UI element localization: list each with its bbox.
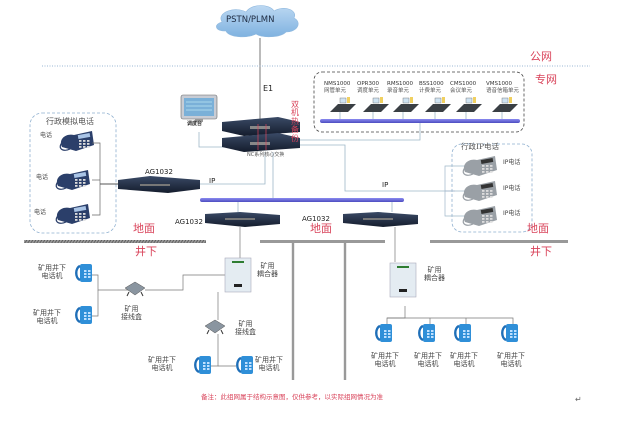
ag1032-bottom-left-device — [205, 212, 280, 227]
mine-phone-icon — [75, 264, 92, 282]
core-switch-label: NC系列核心交换 — [247, 152, 285, 158]
ip-desk-phone-icon — [462, 206, 497, 226]
ip-left-link — [200, 152, 266, 185]
admin-ip-title: 行政IP电话 — [461, 142, 500, 151]
mine-phone-label: 矿用井下电话机 — [450, 352, 478, 369]
ip-left-label: IP — [209, 177, 216, 185]
mine-phone-icon — [501, 324, 518, 342]
analog-phone-label: 电话 — [34, 209, 47, 216]
unit-name-label: 网管单元 — [324, 88, 347, 94]
unit-model-label: CMS1000 — [450, 81, 477, 87]
analog-phone-label: 电话 — [36, 174, 49, 181]
coupler-icon — [389, 262, 417, 298]
unit-name-label: 调度单元 — [357, 88, 380, 94]
footnote: 备注：此组网属于结构示意图，仅供参考，以实际组网情况为准 — [201, 393, 383, 401]
mine-phone-label: 矿用井下电话机 — [414, 352, 442, 369]
unit-model-label: BSS1000 — [419, 81, 444, 87]
ip-desk-phone-icon — [462, 181, 497, 201]
admin-ip-box — [451, 143, 533, 233]
mine-phone-icon — [75, 306, 92, 324]
mine-phone-label: 矿用井下电话机 — [33, 309, 61, 326]
workstation-icon — [492, 97, 518, 119]
ag1032-left-device — [118, 176, 200, 193]
unit-name-label: 会议单元 — [450, 88, 473, 94]
underground-wiring — [92, 227, 514, 367]
workstation-icon — [363, 97, 389, 119]
main-network-bus — [200, 198, 404, 202]
mine-phone-icon — [418, 324, 435, 342]
mine-shaft — [291, 242, 347, 380]
junction-box-icon — [124, 281, 146, 297]
analog-desk-phone-icon — [55, 170, 90, 190]
unit-model-label: VMS1000 — [486, 81, 512, 87]
private-units-bus — [320, 119, 520, 123]
pstn-label: PSTN/PLMN — [226, 15, 275, 25]
coupler-label: 矿用耦合器 — [424, 266, 445, 283]
junction-box-label: 矿用接线盒 — [235, 320, 256, 337]
junction-box-icon — [204, 319, 226, 335]
coupler-icon — [224, 257, 252, 293]
pstn-cloud — [216, 5, 299, 38]
zone-underground-right: 井下 — [530, 245, 552, 258]
mine-phone-icon — [375, 324, 392, 342]
junction-box-label: 矿用接线盒 — [121, 305, 142, 322]
core-switch-backup — [222, 133, 300, 152]
ag1032-center-device — [343, 212, 418, 227]
backup-link-markers — [257, 124, 267, 150]
workstation-icon — [456, 97, 482, 119]
unit-model-label: RMS1000 — [387, 81, 414, 87]
private-bus-link — [290, 123, 421, 141]
ag-center-label: AG1032 — [302, 215, 330, 223]
zone-ground-center: 地面 — [310, 222, 332, 235]
private-units-box — [313, 71, 525, 133]
zone-private-net: 专网 — [535, 73, 557, 86]
mine-phone-icon — [194, 356, 211, 374]
zone-public-net: 公网 — [530, 50, 552, 63]
workstation-icon — [425, 97, 451, 119]
core-switch-primary — [222, 117, 300, 136]
mine-phone-icon — [454, 324, 471, 342]
mine-phone-label: 矿用井下电话机 — [148, 356, 176, 373]
unit-model-label: NMS1000 — [324, 81, 351, 87]
ag-left-label: AG1032 — [145, 168, 173, 176]
analog-desk-phone-icon — [55, 204, 90, 224]
mine-phone-label: 矿用井下电话机 — [38, 264, 66, 281]
admin-analog-title: 行政模拟电话 — [46, 117, 94, 126]
mine-phone-label: 矿用井下电话机 — [255, 356, 283, 373]
workstation-icon — [330, 97, 356, 119]
unit-model-label: OPR300 — [357, 81, 379, 87]
console-link — [198, 132, 226, 148]
unit-name-label: 计费单元 — [419, 88, 442, 94]
ip-right-link — [300, 144, 455, 192]
admin-analog-box — [29, 112, 117, 234]
coupler-label: 矿用耦合器 — [257, 262, 278, 279]
ag-bottom-left-label: AG1032 — [175, 218, 203, 226]
ip-right-label: IP — [382, 181, 389, 189]
zone-ground-left: 地面 — [133, 222, 155, 235]
dispatch-console-label: 调度台 — [187, 121, 203, 127]
dispatch-console-monitor — [180, 94, 218, 122]
e1-label: E1 — [263, 84, 274, 93]
ip-phone-label: IP电话 — [503, 210, 521, 217]
workstation-icon — [393, 97, 419, 119]
dual-backup-label: 双机热备份 — [291, 100, 299, 143]
ground-line-center — [260, 240, 385, 243]
zone-underground-left: 井下 — [135, 245, 157, 258]
zone-ground-right: 地面 — [527, 222, 549, 235]
mine-phone-icon — [236, 356, 253, 374]
ground-line-right — [430, 240, 568, 243]
mine-phone-label: 矿用井下电话机 — [371, 352, 399, 369]
paragraph-mark-icon: ↵ — [575, 395, 582, 404]
analog-desk-phone-icon — [59, 131, 94, 151]
ground-line-left — [24, 240, 206, 243]
ip-desk-phone-icon — [462, 156, 497, 176]
unit-name-label: 录音单元 — [387, 88, 410, 94]
unit-name-label: 语音信箱单元 — [486, 88, 520, 94]
ip-phone-label: IP电话 — [503, 159, 521, 166]
analog-phone-label: 电话 — [40, 132, 53, 139]
mine-phone-label: 矿用井下电话机 — [497, 352, 525, 369]
ip-phone-label: IP电话 — [503, 185, 521, 192]
